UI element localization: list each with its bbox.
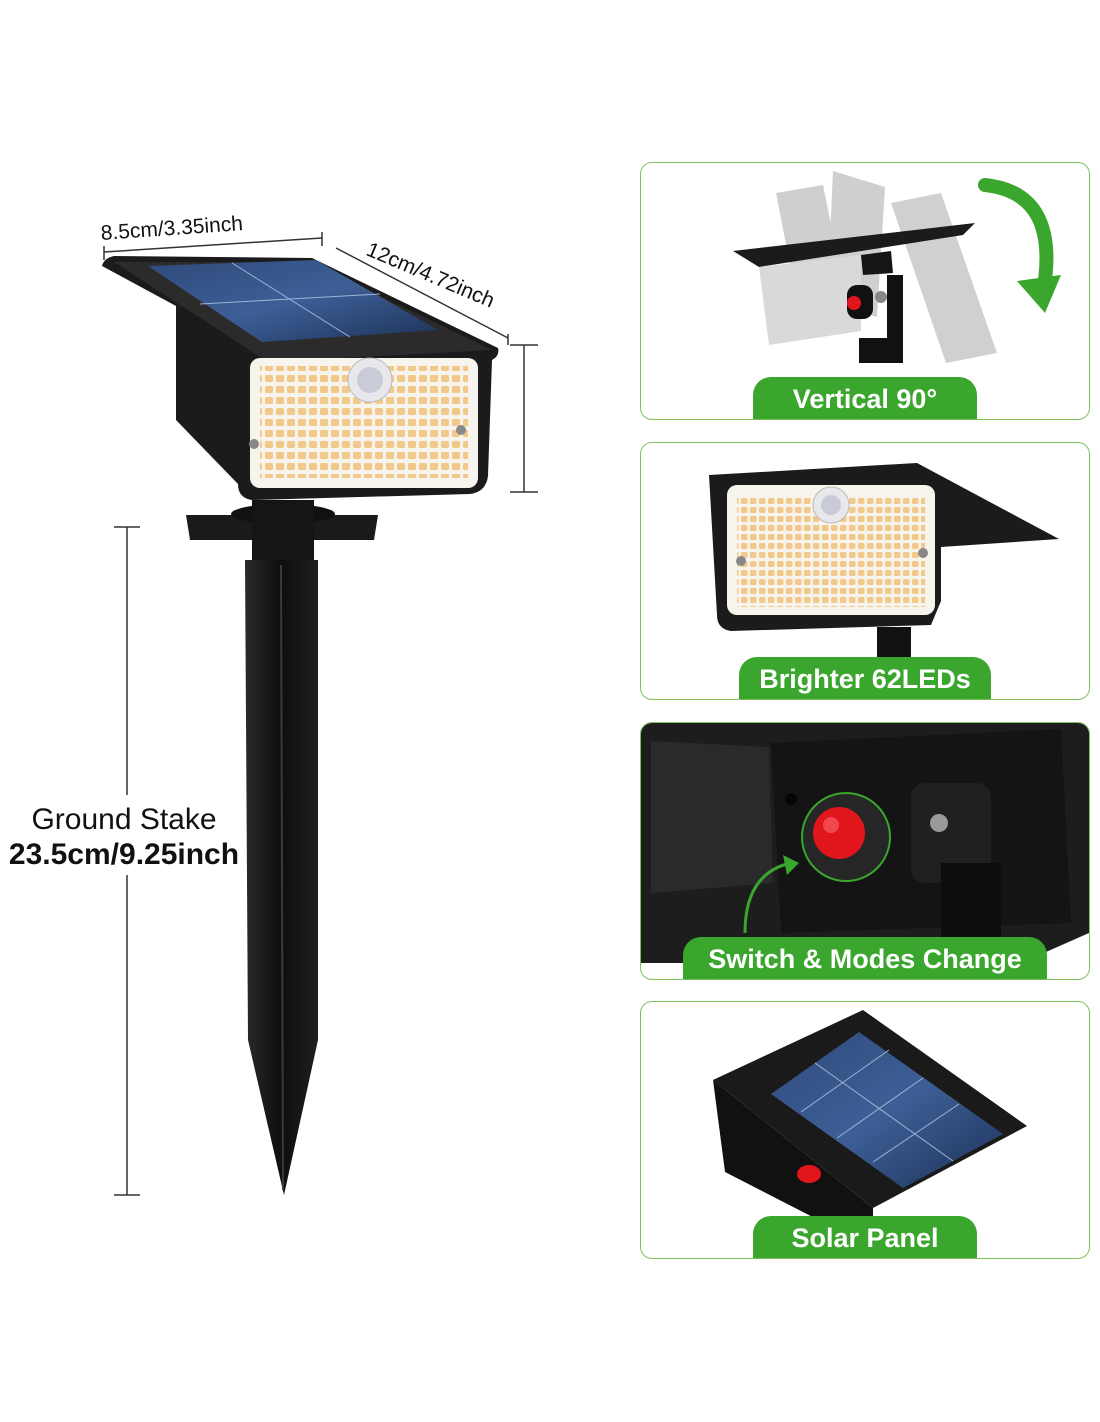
feature-panel-leds: Brighter 62LEDs xyxy=(640,442,1090,700)
rotation-illustration xyxy=(733,171,1061,363)
feature-panel-vertical: Vertical 90° xyxy=(640,162,1090,420)
stake-size-label: 23.5cm/9.25inch xyxy=(8,838,240,871)
switch-red-button xyxy=(847,296,861,310)
solar-cells-closeup xyxy=(771,1032,1003,1188)
feature-panel-solar: Solar Panel xyxy=(640,1001,1090,1259)
feature-label-vertical: Vertical 90° xyxy=(753,377,977,419)
feature-label-switch: Switch & Modes Change xyxy=(683,937,1047,979)
ground-stake xyxy=(186,500,378,1195)
rotate-arrow-icon xyxy=(978,178,1054,300)
led-illustration xyxy=(709,463,1059,657)
stake-title-label: Ground Stake xyxy=(31,803,217,836)
switch-illustration xyxy=(641,723,1089,963)
dimension-lines xyxy=(103,232,538,1196)
feature-panel-switch: Switch & Modes Change xyxy=(640,722,1090,980)
feature-label-solar: Solar Panel xyxy=(753,1216,977,1258)
light-housing xyxy=(102,256,499,500)
switch-red-button-closeup xyxy=(813,807,865,859)
feature-label-leds: Brighter 62LEDs xyxy=(739,657,991,699)
